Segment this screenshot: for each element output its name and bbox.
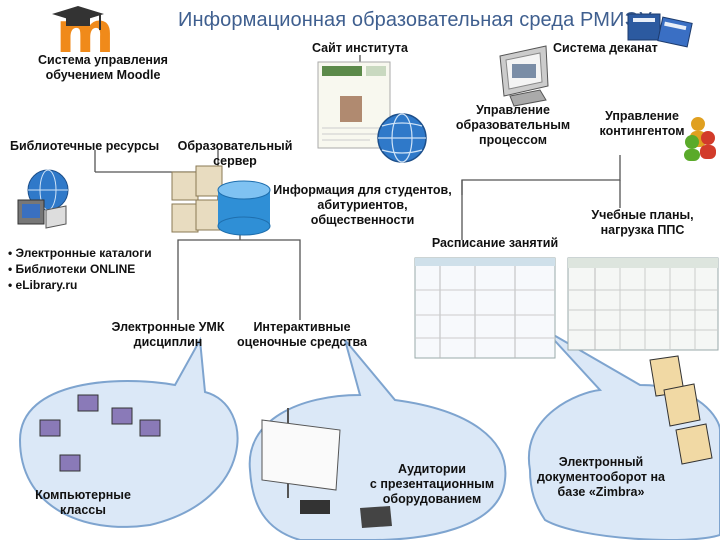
label-info: Информация для студентов,абитуриентов,об… — [273, 183, 452, 227]
library-list: • Электронные каталоги • Библиотеки ONLI… — [8, 245, 152, 293]
library-computer-icon — [17, 169, 69, 229]
library-list-item: • eLibrary.ru — [8, 278, 78, 292]
documents-icon — [649, 355, 713, 465]
library-list-item: • Библиотеки ONLINE — [8, 262, 136, 276]
label-curricula: Учебные планы,нагрузка ППС — [591, 208, 694, 237]
people-icon — [684, 117, 716, 161]
schedule-table-icon — [414, 257, 556, 359]
moodle-logo-icon: m — [52, 1, 114, 66]
page-title: Информационная образовательная среда РМИ… — [178, 9, 652, 31]
projector-screen-icon — [261, 408, 392, 528]
label-site: Сайт института — [311, 41, 408, 55]
globe-icon — [377, 113, 427, 163]
label-schedule: Расписание занятий — [431, 236, 559, 250]
library-list-item: • Электронные каталоги — [8, 246, 152, 260]
computer-class-icons — [39, 394, 161, 472]
label-dean: Система деканат — [553, 41, 658, 55]
curricula-table-icon — [567, 257, 719, 351]
bubble-computer-classes — [18, 336, 239, 528]
bubble-auditoriums — [248, 339, 507, 540]
label-library: Библиотечные ресурсы — [10, 139, 160, 153]
books-icon — [627, 13, 693, 48]
dean-monitor-icon — [499, 45, 549, 107]
server-database-icon — [171, 165, 271, 236]
